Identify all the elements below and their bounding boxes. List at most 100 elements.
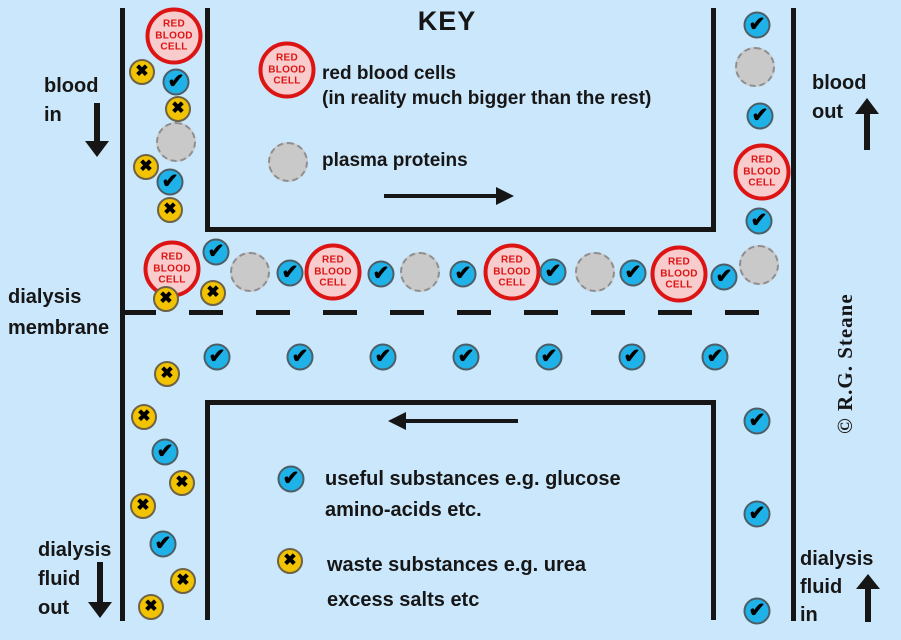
legend-box-top-border — [205, 400, 716, 405]
label-line: excess salts etc — [327, 589, 480, 611]
dialysis-fluid-out-label: dialysis fluid out — [38, 536, 111, 623]
rbc-text-line: BLOOD — [268, 64, 306, 76]
useful-substance-icon: ✔ — [151, 438, 179, 466]
rbc-text-line: CELL — [273, 75, 301, 87]
waste-substance-icon: ✖ — [138, 594, 164, 620]
copyright-credit: © R.G. Steane — [833, 293, 857, 434]
waste-substance-icon: ✖ — [153, 286, 179, 312]
label-line: (in reality much bigger than the rest) — [322, 88, 652, 109]
plasma-protein — [739, 245, 779, 285]
useful-substance-icon: ✔ — [203, 343, 231, 371]
plasma-protein — [400, 252, 440, 292]
useful-substance-icon: ✔ — [452, 343, 480, 371]
label-line: membrane — [8, 317, 110, 339]
right-inner-wall-top — [711, 8, 716, 232]
dialysis-fluid-in-label: dialysis fluid in — [800, 545, 873, 629]
legend-waste-substance-icon: ✖ — [277, 548, 303, 574]
rbc-text-line: RED — [750, 154, 773, 166]
useful-substance-icon: ✔ — [162, 68, 190, 96]
waste-substance-icon: ✖ — [157, 197, 183, 223]
label-line: in — [44, 104, 62, 126]
rbc-text-line: RED — [321, 254, 344, 266]
rbc-text-line: CELL — [498, 277, 526, 289]
plasma-protein — [156, 122, 196, 162]
useful-substance-icon: ✔ — [746, 102, 774, 130]
right-outer-wall — [791, 8, 796, 621]
waste-substance-icon: ✖ — [130, 493, 156, 519]
rbc-text-line: CELL — [160, 41, 188, 53]
label-line: blood — [812, 72, 867, 94]
key-plasma-description: plasma proteins — [322, 150, 468, 171]
rbc-text-line: BLOOD — [743, 166, 781, 178]
legend-useful-substance-icon: ✔ — [277, 465, 305, 493]
useful-substance-icon: ✔ — [619, 259, 647, 287]
left-inner-wall-bottom — [205, 401, 210, 620]
blood-out-label: blood out — [812, 69, 866, 127]
key-box-bottom-border — [205, 227, 716, 232]
label-line: out — [812, 101, 844, 123]
useful-substance-icon: ✔ — [618, 343, 646, 371]
rbc-text-line: BLOOD — [314, 266, 352, 278]
right-inner-wall-bottom — [711, 401, 716, 620]
label-line: dialysis — [38, 539, 112, 561]
legend-useful-description: useful substances e.g. glucose amino-aci… — [325, 464, 621, 526]
waste-substance-icon: ✖ — [200, 280, 226, 306]
plasma-protein — [735, 47, 775, 87]
label-line: useful substances e.g. glucose — [325, 468, 621, 490]
label-line: in — [800, 604, 818, 626]
dialysis-fluid-in-arrow-icon — [856, 574, 880, 622]
rbc-text-line: CELL — [319, 277, 347, 289]
label-line: out — [38, 597, 70, 619]
dialysis-fluid-direction-arrow-icon — [388, 412, 518, 430]
label-line: waste substances e.g. urea — [327, 554, 587, 576]
rbc-text-line: RED — [275, 52, 298, 64]
waste-substance-icon: ✖ — [165, 96, 191, 122]
blood-flow-direction-arrow-icon — [384, 187, 514, 205]
label-line: dialysis — [800, 548, 874, 570]
blood-in-arrow-icon — [85, 103, 109, 157]
useful-substance-icon: ✔ — [743, 11, 771, 39]
label-line: fluid — [38, 568, 81, 590]
dialysis-membrane-label: dialysis membrane — [8, 282, 109, 344]
key-red-blood-cell-icon: RED BLOOD CELL — [258, 41, 316, 99]
rbc-text-line: RED — [667, 256, 690, 268]
label-line: red blood cells — [322, 63, 457, 84]
useful-substance-icon: ✔ — [367, 260, 395, 288]
rbc-text-line: CELL — [665, 279, 693, 291]
blood-in-label: blood in — [44, 72, 98, 130]
rbc-text-line: BLOOD — [153, 263, 191, 275]
label-line: dialysis — [8, 286, 82, 308]
blood-out-arrow-icon — [855, 98, 879, 150]
rbc-text-line: RED — [500, 254, 523, 266]
useful-substance-icon: ✔ — [539, 258, 567, 286]
waste-substance-icon: ✖ — [129, 59, 155, 85]
useful-substance-icon: ✔ — [286, 343, 314, 371]
label-line: fluid — [800, 576, 843, 598]
label-line: blood — [44, 75, 99, 97]
label-line: amino-acids etc. — [325, 499, 482, 521]
left-inner-wall-top — [205, 8, 210, 232]
useful-substance-icon: ✔ — [743, 597, 771, 625]
key-plasma-protein-icon — [268, 142, 308, 182]
rbc-text-line: BLOOD — [155, 30, 193, 42]
rbc-text-line: CELL — [158, 274, 186, 286]
useful-substance-icon: ✔ — [369, 343, 397, 371]
waste-substance-icon: ✖ — [169, 470, 195, 496]
useful-substance-icon: ✔ — [710, 263, 738, 291]
dialysis-membrane-dashed-line — [122, 310, 793, 315]
useful-substance-icon: ✔ — [156, 168, 184, 196]
useful-substance-icon: ✔ — [743, 500, 771, 528]
dialysis-fluid-out-arrow-icon — [88, 562, 112, 618]
useful-substance-icon: ✔ — [449, 260, 477, 288]
useful-substance-icon: ✔ — [745, 207, 773, 235]
rbc-text-line: BLOOD — [493, 266, 531, 278]
useful-substance-icon: ✔ — [743, 407, 771, 435]
useful-substance-icon: ✔ — [701, 343, 729, 371]
waste-substance-icon: ✖ — [170, 568, 196, 594]
rbc-text-line: CELL — [748, 177, 776, 189]
